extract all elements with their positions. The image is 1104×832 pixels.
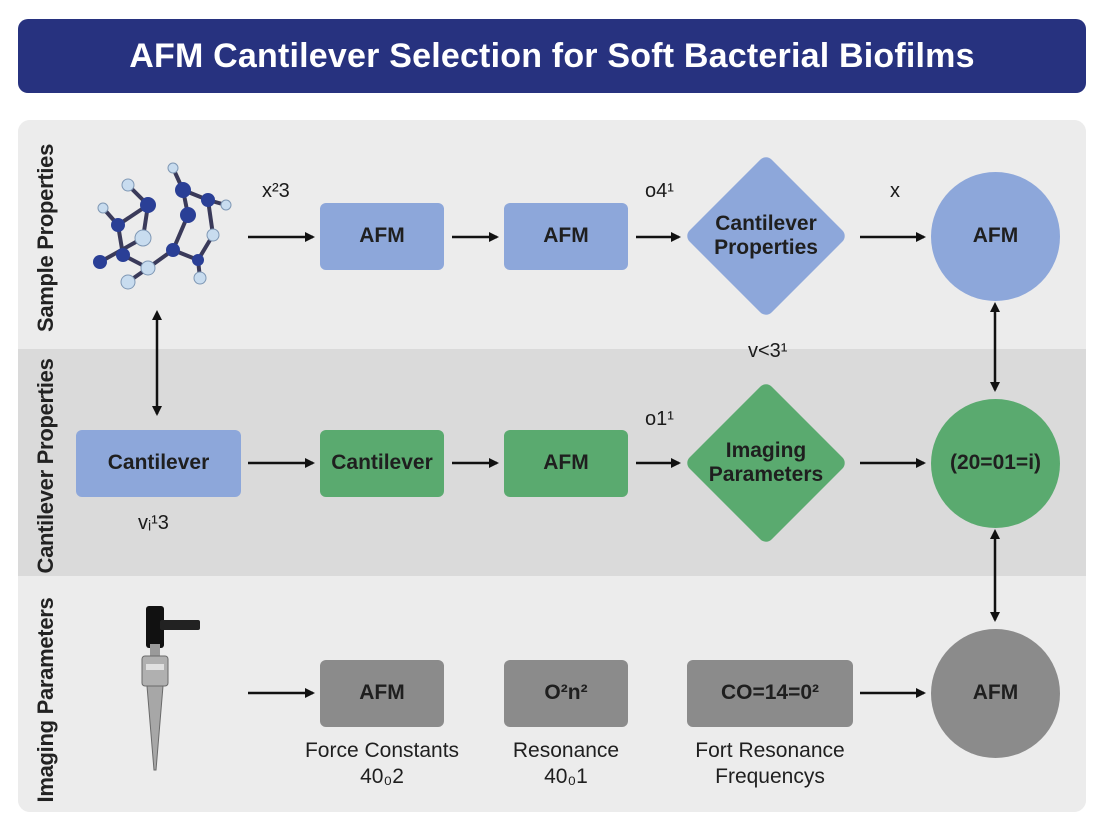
row1-diamond-label: Cantilever Properties — [714, 211, 818, 259]
page-title: AFM Cantilever Selection for Soft Bacter… — [129, 36, 975, 75]
row2-mid-label: o1¹ — [645, 408, 674, 430]
row3-caption-c-line1: Fort Resonance — [695, 739, 845, 762]
row3-caption-c: Fort Resonance Frequencys — [695, 738, 844, 791]
afm-probe-icon — [141, 606, 200, 771]
row1-afm-circle: AFM — [931, 172, 1060, 301]
row2-start-label: vᵢ¹3 — [138, 512, 169, 534]
row3-afm-node: AFM — [320, 660, 444, 727]
row1-afm-node-a: AFM — [320, 203, 444, 270]
row3-o2n2-node: O²n² — [504, 660, 628, 727]
row3-co-node: CO=14=0² — [687, 660, 853, 727]
row3-caption-a-line1: Force Constants — [304, 739, 460, 762]
row2-top-label: v˂3¹ — [748, 340, 788, 362]
row1-edge-label-1: x²3 — [262, 180, 290, 202]
row3-afm-circle: AFM — [931, 629, 1060, 758]
row1-afm-node-b: AFM — [504, 203, 628, 270]
row2-diamond-label: Imaging Parameters — [708, 438, 824, 486]
row1-edge-label-3: x — [890, 180, 900, 202]
row3-caption-b: Resonance 40₀1 — [513, 738, 619, 791]
row2-cantilever-start: Cantilever — [76, 430, 241, 497]
row3-caption-b-line1: Resonance — [512, 739, 620, 762]
row2-cantilever-node: Cantilever — [320, 430, 444, 497]
molecule-icon — [93, 162, 232, 290]
row3-caption-c-line2: Frequencys — [715, 765, 825, 789]
row3-caption-a: Force Constants 40₀2 — [305, 738, 459, 791]
row3-caption-a-line2: 40₀2 — [360, 765, 404, 789]
row2-afm-node: AFM — [504, 430, 628, 497]
row1-edge-label-2: o4¹ — [645, 180, 674, 202]
row2-result-circle: (20=01=i) — [931, 399, 1060, 528]
row3-caption-b-line2: 40₀1 — [544, 765, 588, 789]
title-bar: AFM Cantilever Selection for Soft Bacter… — [18, 19, 1086, 93]
